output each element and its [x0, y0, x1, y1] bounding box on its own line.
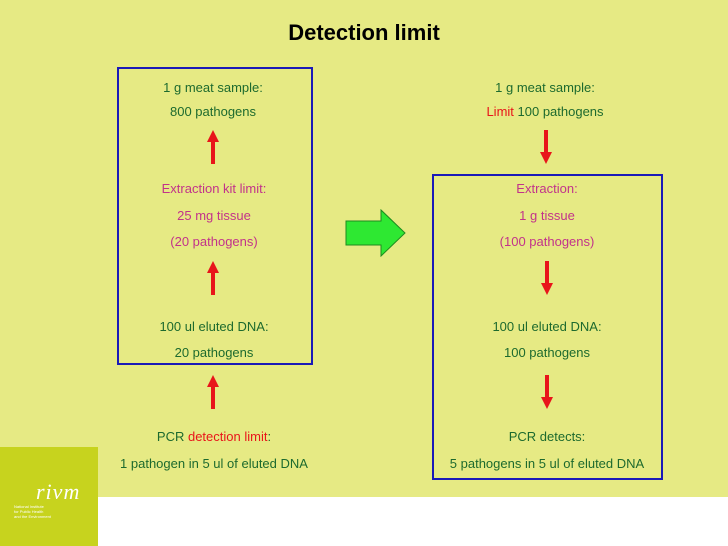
right-down-arrow-2: [541, 261, 553, 295]
left-dna-label: 100 ul eluted DNA:: [159, 319, 269, 334]
right-down-arrow-1: [540, 130, 552, 164]
right-dna-label: 100 ul eluted DNA:: [492, 319, 602, 334]
left-sample-count: 800 pathogens: [169, 104, 257, 119]
right-sample-label: 1 g meat sample:: [495, 80, 595, 95]
right-sample-rest: 100 pathogens: [513, 104, 604, 119]
left-up-arrow-2: [207, 261, 219, 295]
rivm-logo-word: rivm: [36, 479, 81, 504]
right-pcr-label: PCR detects:: [508, 429, 586, 444]
rivm-logo-sub-3: and the Environment: [14, 514, 51, 519]
left-kit-tissue: 25 mg tissue: [177, 208, 251, 223]
left-pcr-prefix: PCR: [156, 429, 188, 444]
transition-arrow: [345, 209, 406, 257]
right-extraction-pathogens: (100 pathogens): [499, 234, 595, 249]
right-extraction-label: Extraction:: [516, 181, 578, 196]
right-sample-count: Limit 100 pathogens: [486, 104, 603, 119]
left-up-arrow-1: [207, 130, 219, 164]
right-pcr-detail: 5 pathogens in 5 ul of eluted DNA: [449, 456, 645, 471]
left-pcr-highlight: detection limit: [187, 429, 268, 444]
left-pcr-detail: 1 pathogen in 5 ul of eluted DNA: [120, 456, 308, 471]
right-process-box: [432, 174, 663, 480]
footer-band: [0, 497, 728, 546]
left-kit-pathogens: (20 pathogens): [170, 234, 258, 249]
left-up-arrow-3: [207, 375, 219, 409]
right-extraction-tissue: 1 g tissue: [519, 208, 575, 223]
left-dna-count: 20 pathogens: [174, 345, 254, 360]
left-process-box: [117, 67, 313, 365]
right-down-arrow-3: [541, 375, 553, 409]
left-pcr-label: PCR detection limit:: [157, 429, 271, 444]
right-dna-count: 100 pathogens: [503, 345, 591, 360]
left-sample-label: 1 g meat sample:: [163, 80, 263, 95]
rivm-logo-sub-2: for Public Health: [14, 509, 44, 514]
right-limit-word: Limit: [486, 104, 514, 119]
slide-title: Detection limit: [288, 20, 440, 45]
left-pcr-suffix: :: [267, 429, 272, 444]
rivm-logo-sub-1: National Institute: [14, 504, 44, 509]
left-kit-limit-label: Extraction kit limit:: [161, 181, 267, 196]
rivm-logo: rivm National Institute for Public Healt…: [0, 447, 98, 546]
